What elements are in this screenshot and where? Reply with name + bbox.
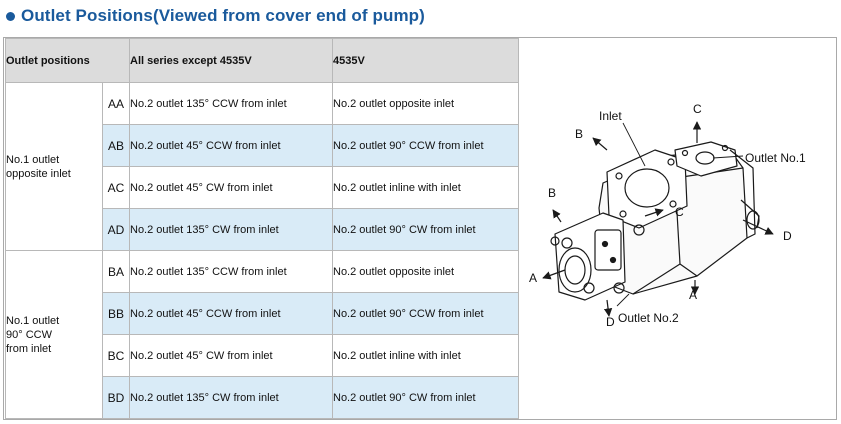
group-label-line: No.1 outlet — [6, 314, 60, 327]
header-outlet-positions: Outlet positions — [5, 38, 130, 83]
group-label-line: 90° CCW — [6, 328, 52, 341]
pump-drawing — [542, 121, 774, 317]
group-label-line: from inlet — [6, 342, 52, 355]
table-row: BB No.2 outlet 45° CCW from inlet No.2 o… — [6, 292, 519, 335]
v4535-cell: No.2 outlet 90° CCW from inlet — [332, 124, 519, 167]
table-row: No.1 outlet 90° CCW from inlet BA No.2 o… — [5, 250, 519, 419]
header-all-series: All series except 4535V — [129, 38, 333, 83]
position-code: AC — [102, 166, 130, 209]
position-code: AB — [102, 124, 130, 167]
all-series-cell: No.2 outlet 135° CCW from inlet — [129, 250, 333, 293]
v4535-cell: No.2 outlet inline with inlet — [332, 334, 519, 377]
table-header-row: Outlet positions All series except 4535V… — [5, 38, 519, 83]
leader-lines — [616, 122, 744, 307]
v4535-cell: No.2 outlet 90° CCW from inlet — [332, 292, 519, 335]
v4535-cell: No.2 outlet opposite inlet — [332, 250, 519, 293]
outlet-positions-table: Outlet positions All series except 4535V… — [5, 38, 519, 419]
label-a-bottom: A — [689, 288, 698, 302]
label-d-bottom: D — [606, 315, 615, 329]
position-code: AA — [102, 82, 130, 125]
v4535-cell: No.2 outlet opposite inlet — [332, 82, 519, 125]
group-label-no1-opposite: No.1 outlet opposite inlet — [5, 82, 103, 251]
table-row: BC No.2 outlet 45° CW from inlet No.2 ou… — [6, 334, 519, 377]
label-c-mid: C — [675, 205, 684, 219]
table-row: AC No.2 outlet 45° CW from inlet No.2 ou… — [6, 166, 519, 209]
position-code: BC — [102, 334, 130, 377]
all-series-cell: No.2 outlet 45° CW from inlet — [129, 334, 333, 377]
table-row: BD No.2 outlet 135° CW from inlet No.2 o… — [6, 376, 519, 419]
group-label-line: opposite inlet — [6, 167, 71, 180]
rear-housing — [729, 149, 760, 239]
content-frame — [3, 37, 837, 420]
direction-arrows — [542, 121, 774, 317]
all-series-cell: No.2 outlet 45° CW from inlet — [129, 166, 333, 209]
all-series-cell: No.2 outlet 135° CCW from inlet — [129, 82, 333, 125]
label-d-right: D — [783, 229, 792, 243]
pump-diagram: Inlet Outlet No.1 Outlet No.2 C B B C D … — [515, 38, 836, 419]
position-code: AD — [102, 208, 130, 251]
v4535-cell: No.2 outlet 90° CW from inlet — [332, 208, 519, 251]
table-row: AD No.2 outlet 135° CW from inlet No.2 o… — [6, 208, 519, 251]
v4535-cell: No.2 outlet 90° CW from inlet — [332, 376, 519, 419]
section-heading: Outlet Positions(Viewed from cover end o… — [6, 5, 425, 27]
all-series-cell: No.2 outlet 135° CW from inlet — [129, 376, 333, 419]
all-series-cell: No.2 outlet 45° CCW from inlet — [129, 124, 333, 167]
all-series-cell: No.2 outlet 45° CCW from inlet — [129, 292, 333, 335]
table-row: No.1 outlet opposite inlet AA No.2 outle… — [5, 82, 519, 251]
label-outlet-no2: Outlet No.2 — [618, 311, 679, 325]
label-inlet: Inlet — [599, 109, 622, 123]
all-series-cell: No.2 outlet 135° CW from inlet — [129, 208, 333, 251]
label-c-top: C — [693, 102, 702, 116]
v4535-cell: No.2 outlet inline with inlet — [332, 166, 519, 209]
table-row: AB No.2 outlet 45° CCW from inlet No.2 o… — [6, 124, 519, 167]
group-label-no1-90ccw: No.1 outlet 90° CCW from inlet — [5, 250, 103, 419]
section-title: Outlet Positions(Viewed from cover end o… — [21, 6, 425, 25]
label-b-left: B — [548, 186, 557, 200]
header-4535v: 4535V — [332, 38, 519, 83]
inlet-flange — [606, 149, 688, 229]
position-code: BD — [102, 376, 130, 419]
label-outlet-no1: Outlet No.1 — [745, 151, 806, 165]
position-code: BA — [102, 250, 130, 293]
group-label-line: No.1 outlet — [6, 153, 60, 166]
bullet-icon — [6, 12, 15, 21]
label-b-top: B — [575, 127, 584, 141]
label-a-left: A — [529, 271, 538, 285]
position-code: BB — [102, 292, 130, 335]
